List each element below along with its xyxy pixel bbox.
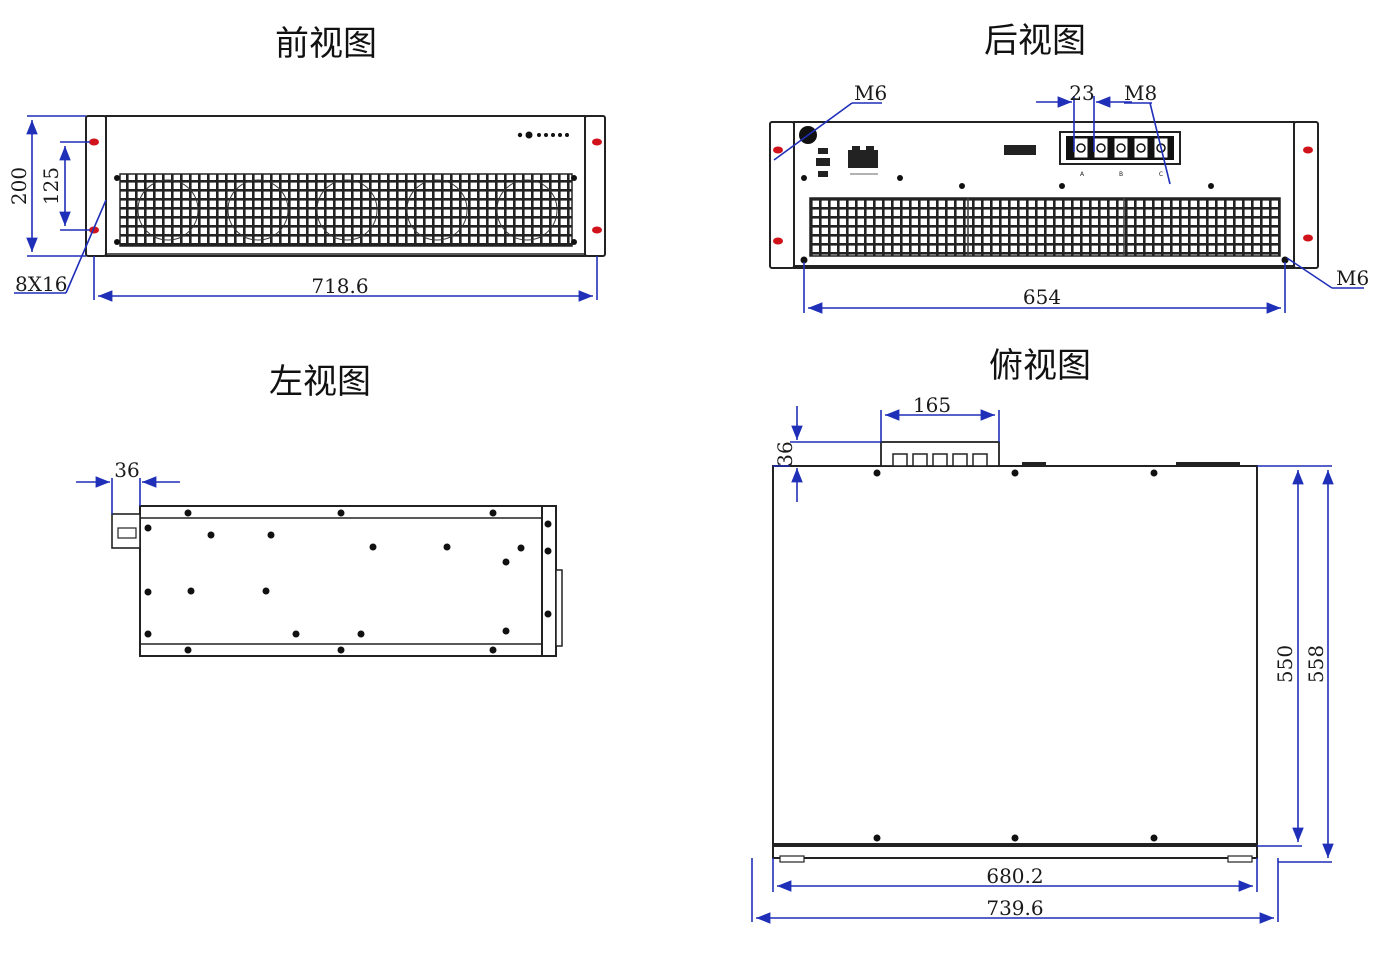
left-dimensions: 36 bbox=[76, 458, 180, 514]
left-body bbox=[139, 505, 543, 657]
rear-view-title: 后视图 bbox=[984, 21, 1086, 61]
rear-dimensions: 23 M8 M6 M6 654 bbox=[773, 81, 1369, 314]
rear-width-label: 654 bbox=[1023, 285, 1061, 309]
indicator-leds-icon bbox=[517, 131, 569, 139]
ear-hole-icon bbox=[773, 237, 783, 245]
rear-fan-grille bbox=[809, 197, 1281, 257]
terminal-block bbox=[1059, 131, 1181, 165]
front-height-outer-label: 200 bbox=[7, 167, 31, 205]
top-body bbox=[772, 465, 1258, 847]
top-screws bbox=[873, 469, 1158, 842]
front-view bbox=[85, 115, 606, 257]
top-terminal-height-label: 36 bbox=[773, 441, 797, 466]
ear-hole-icon bbox=[1303, 234, 1313, 242]
left-protrusion-label: 36 bbox=[114, 458, 139, 482]
rear-spacing-label: 23 bbox=[1069, 81, 1094, 105]
rear-screw-bottom-label: M6 bbox=[1336, 266, 1369, 290]
ear-hole-icon bbox=[773, 146, 783, 154]
rear-left-ear bbox=[769, 121, 795, 269]
top-width-inner-label: 680.2 bbox=[986, 864, 1043, 888]
fan-circles bbox=[137, 179, 558, 241]
left-front-ear bbox=[541, 505, 557, 657]
rear-label-plate bbox=[1004, 145, 1036, 155]
left-view bbox=[111, 505, 563, 657]
top-depth-outer-label: 558 bbox=[1304, 645, 1328, 683]
front-dimensions: 200 125 8X16 718.6 bbox=[7, 115, 598, 302]
ear-hole-icon bbox=[1303, 146, 1313, 154]
terminal-label-b: B bbox=[1119, 171, 1123, 178]
front-view-title: 前视图 bbox=[275, 24, 377, 64]
ear-hole-icon bbox=[592, 226, 602, 234]
top-view-title: 俯视图 bbox=[989, 346, 1091, 386]
front-fan-grille bbox=[119, 173, 573, 247]
left-view-title: 左视图 bbox=[269, 362, 371, 402]
front-left-ear bbox=[85, 115, 107, 257]
rear-right-ear bbox=[1293, 121, 1319, 269]
rear-screws bbox=[800, 175, 1289, 264]
top-terminal-block bbox=[880, 441, 1000, 467]
rear-view: A B C bbox=[769, 121, 1319, 269]
front-height-inner-label: 125 bbox=[39, 167, 63, 205]
front-hole-label: 8X16 bbox=[15, 272, 67, 296]
top-front-panel bbox=[772, 845, 1258, 859]
front-right-ear bbox=[584, 115, 606, 257]
ear-hole-icon bbox=[592, 138, 602, 146]
top-terminal-width-label: 165 bbox=[913, 393, 951, 417]
rear-bolt-label: M8 bbox=[1124, 81, 1157, 105]
rear-screw-top-label: M6 bbox=[854, 81, 887, 105]
ear-hole-icon bbox=[89, 138, 99, 146]
comm-ports bbox=[816, 146, 878, 177]
left-terminal-protrusion bbox=[111, 513, 141, 549]
terminal-label-c: C bbox=[1159, 171, 1163, 178]
top-depth-inner-label: 550 bbox=[1273, 645, 1297, 683]
top-dimensions: 165 36 550 558 680.2 739.6 bbox=[751, 393, 1334, 924]
top-view bbox=[772, 441, 1258, 863]
top-width-outer-label: 739.6 bbox=[986, 896, 1043, 920]
terminal-label-a: A bbox=[1080, 171, 1085, 178]
left-screws bbox=[144, 509, 552, 654]
front-width-label: 718.6 bbox=[311, 274, 368, 298]
